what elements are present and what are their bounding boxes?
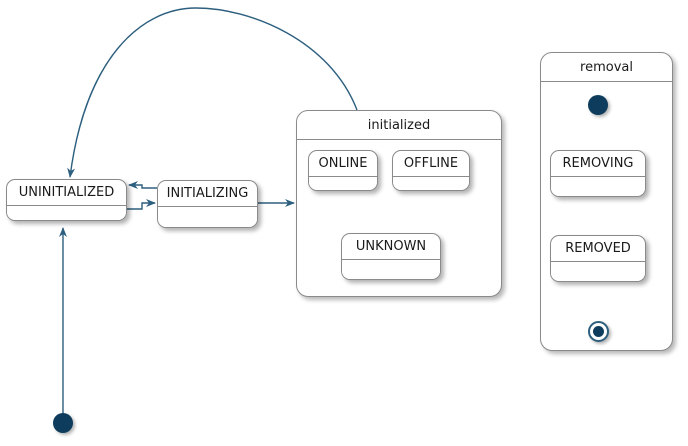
state-unknown-label: UNKNOWN: [342, 234, 440, 260]
state-unknown-body: [342, 260, 440, 279]
state-uninitialized-label: UNINITIALIZED: [7, 180, 126, 206]
state-removed-label: REMOVED: [551, 236, 645, 262]
state-unknown[interactable]: UNKNOWN: [341, 233, 441, 280]
state-removed-body: [551, 262, 645, 281]
state-uninitialized[interactable]: UNINITIALIZED: [6, 179, 127, 221]
edge-initialized-to-uninitialized: [67, 7, 358, 178]
state-removing-label: REMOVING: [551, 151, 645, 177]
initial-state-node-removal[interactable]: [588, 95, 608, 115]
composite-state-removal-label: removal: [541, 53, 672, 82]
state-removing[interactable]: REMOVING: [550, 150, 646, 197]
state-initializing-label: INITIALIZING: [158, 181, 257, 207]
state-initializing-body: [158, 207, 257, 227]
edge-initializing-to-uninitialized: [128, 181, 157, 189]
state-initializing[interactable]: INITIALIZING: [157, 180, 258, 228]
composite-state-removal[interactable]: removal: [540, 52, 673, 351]
state-offline-label: OFFLINE: [393, 151, 469, 177]
final-state-node-removal[interactable]: [588, 321, 609, 342]
state-removed[interactable]: REMOVED: [550, 235, 646, 282]
edge-uninitialized-to-initializing: [127, 199, 156, 210]
state-online-label: ONLINE: [309, 151, 377, 177]
composite-state-initialized-label: initialized: [297, 111, 501, 140]
state-online-body: [309, 177, 377, 190]
state-uninitialized-body: [7, 206, 126, 220]
state-online[interactable]: ONLINE: [308, 150, 378, 191]
state-offline-body: [393, 177, 469, 190]
state-offline[interactable]: OFFLINE: [392, 150, 470, 191]
state-removing-body: [551, 177, 645, 196]
initial-state-node-main[interactable]: [53, 413, 73, 433]
